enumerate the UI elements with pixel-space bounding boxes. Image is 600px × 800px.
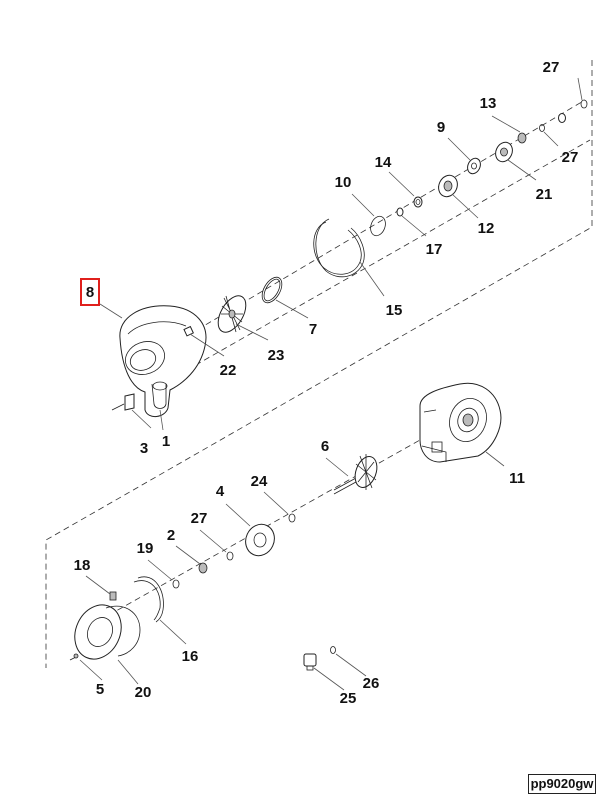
- part-4-seal-plate[interactable]: [241, 520, 280, 561]
- label-part-18[interactable]: 18: [74, 557, 91, 574]
- label-part-24[interactable]: 24: [251, 473, 268, 490]
- part-12-thrust-collar[interactable]: [435, 172, 461, 200]
- label-part-10[interactable]: 10: [335, 174, 352, 191]
- label-part-11[interactable]: 11: [509, 470, 525, 487]
- part-7-snap-ring[interactable]: [258, 274, 286, 306]
- label-part-2[interactable]: 2: [167, 527, 175, 544]
- part-27-o-ring-top[interactable]: [558, 99, 588, 123]
- part-labels: 8 1 3 22 23 7 15 10 17 14 12 9 21 13 27 …: [74, 59, 579, 707]
- label-part-9[interactable]: 9: [437, 119, 445, 136]
- upper-centerline: [179, 99, 586, 341]
- part-27-o-ring-lower[interactable]: [226, 551, 234, 561]
- label-part-19[interactable]: 19: [137, 540, 154, 557]
- label-part-8[interactable]: 8: [86, 284, 94, 301]
- part-23-compressor-wheel[interactable]: [212, 291, 251, 337]
- part-6-turbine-shaft[interactable]: [333, 454, 381, 495]
- assembly-boundary: [45, 60, 593, 668]
- part-8-compressor-housing[interactable]: [119, 305, 207, 417]
- part-9-thrust-washer[interactable]: [465, 156, 483, 176]
- part-3-clamp-plate[interactable]: [111, 393, 135, 411]
- leader-lines: [79, 77, 583, 691]
- label-part-5[interactable]: 5: [96, 681, 104, 698]
- part-24-piston-ring[interactable]: [288, 513, 296, 523]
- part-17-washer[interactable]: [396, 207, 404, 217]
- label-part-27-top[interactable]: 27: [543, 59, 560, 76]
- label-part-12[interactable]: 12: [478, 220, 495, 237]
- label-part-17[interactable]: 17: [426, 241, 443, 258]
- label-part-20[interactable]: 20: [135, 684, 152, 701]
- label-part-1[interactable]: 1: [162, 433, 170, 450]
- label-part-23[interactable]: 23: [268, 347, 285, 364]
- label-part-16[interactable]: 16: [182, 648, 199, 665]
- label-part-7[interactable]: 7: [309, 321, 317, 338]
- part-19-washer[interactable]: [172, 579, 180, 589]
- label-part-26[interactable]: 26: [363, 675, 380, 692]
- part-14-sleeve[interactable]: [413, 196, 423, 208]
- part-26-o-ring[interactable]: [330, 646, 336, 654]
- part-18-bolt[interactable]: [109, 591, 117, 601]
- label-part-14[interactable]: 14: [375, 154, 392, 171]
- label-part-21[interactable]: 21: [536, 186, 553, 203]
- part-5-bolt[interactable]: [69, 653, 79, 661]
- label-part-13[interactable]: 13: [480, 95, 497, 112]
- label-part-15[interactable]: 15: [386, 302, 403, 319]
- label-part-4[interactable]: 4: [216, 483, 225, 500]
- part-13-nut[interactable]: [517, 132, 527, 144]
- part-11-bearing-housing[interactable]: [419, 382, 502, 463]
- label-part-6[interactable]: 6: [321, 438, 329, 455]
- label-part-3[interactable]: 3: [140, 440, 148, 457]
- part-16-v-band-clamp[interactable]: [133, 576, 164, 623]
- part-20-turbine-housing[interactable]: [66, 597, 141, 666]
- label-part-22[interactable]: 22: [220, 362, 237, 379]
- part-2-nut[interactable]: [198, 562, 208, 574]
- part-10-o-ring[interactable]: [368, 214, 388, 238]
- selected-part-highlight: [80, 278, 100, 306]
- part-21-thrust-bearing[interactable]: [493, 140, 516, 165]
- label-part-25[interactable]: 25: [340, 690, 357, 707]
- figure-id-label: pp9020gw: [528, 774, 596, 794]
- part-15-retaining-ring[interactable]: [313, 218, 365, 278]
- label-part-27-lower[interactable]: 27: [191, 510, 208, 527]
- part-27-o-ring-mid[interactable]: [539, 124, 545, 132]
- label-part-27-mid[interactable]: 27: [562, 149, 579, 166]
- part-25-plug[interactable]: [303, 653, 317, 671]
